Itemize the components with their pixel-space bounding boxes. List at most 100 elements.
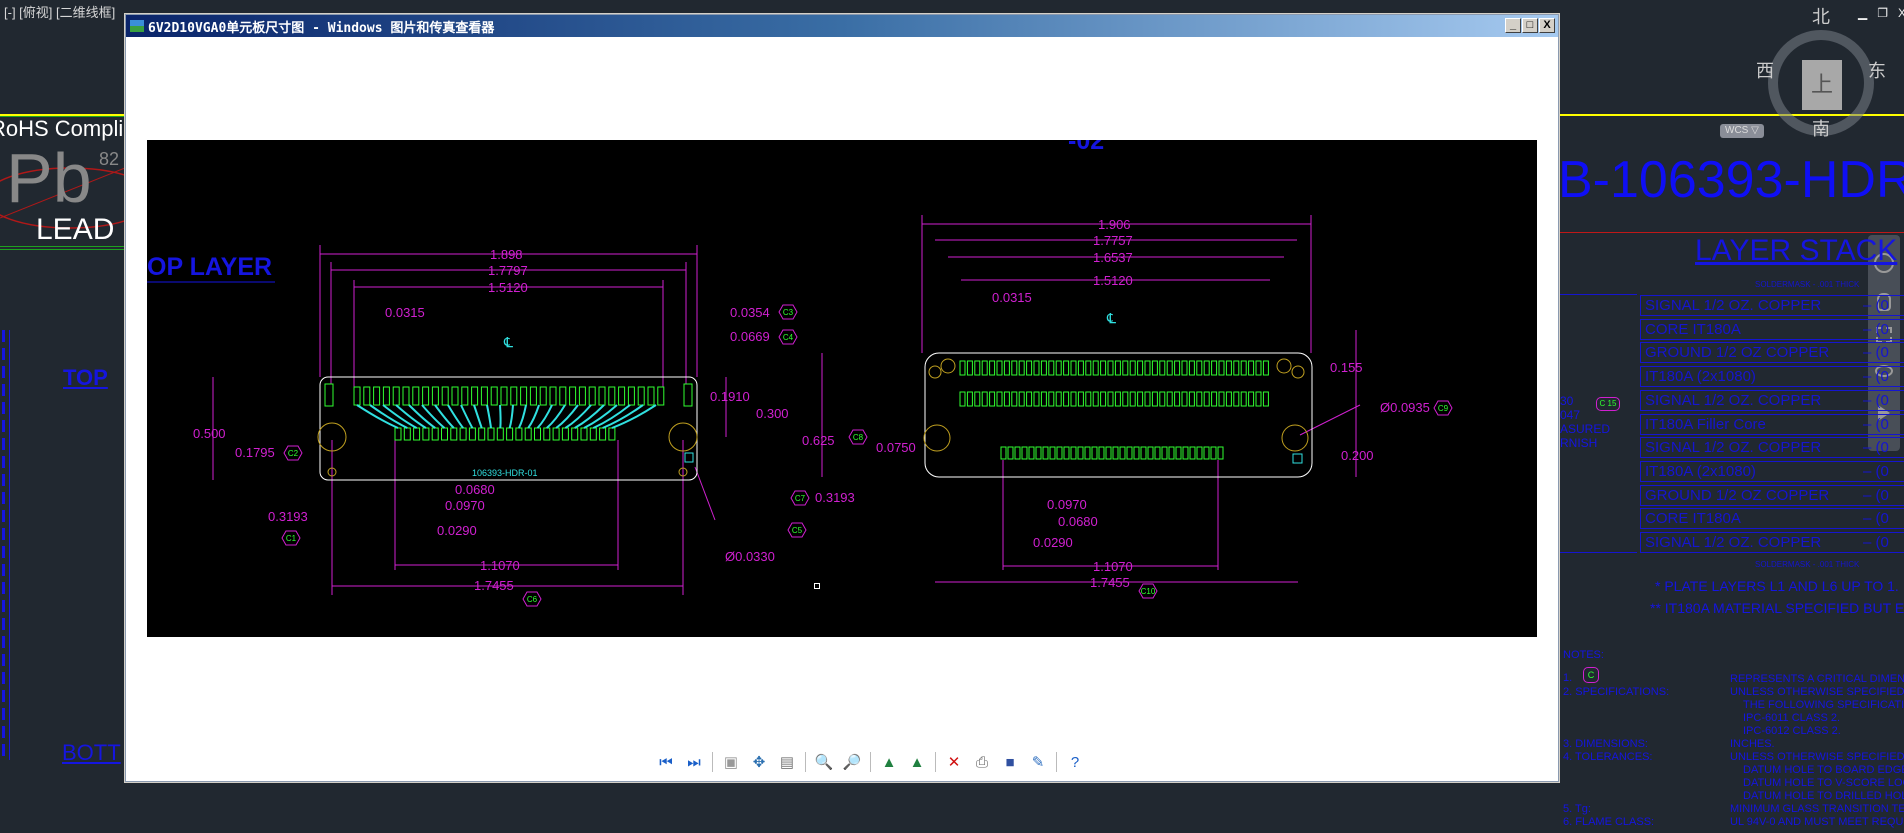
cad-minimize-button[interactable]: ▁ (1858, 6, 1868, 20)
best-fit-icon: ▣ (723, 754, 739, 771)
actual-size-button[interactable]: ✥ (749, 752, 769, 772)
layer-thickness: – (0 (1863, 297, 1889, 314)
dimension-label: 1.7455 (1090, 575, 1130, 590)
print-icon: ⎙ (975, 753, 988, 771)
pad (1091, 446, 1098, 460)
layer-name: SIGNAL 1/2 OZ. COPPER (1645, 439, 1822, 457)
pad (1144, 360, 1151, 376)
cad-restore-button[interactable]: ❐ (1877, 6, 1888, 20)
pad (1077, 446, 1084, 460)
pad (598, 386, 606, 406)
cad-view-label[interactable]: [-] [俯视] [二维线框] (4, 5, 116, 20)
layer-thickness: – (0 (1863, 320, 1889, 338)
pad (1240, 360, 1247, 376)
layer-thickness: – (0 (1863, 462, 1889, 480)
close-button[interactable]: X (1539, 18, 1555, 33)
dimension-label: 0.0970 (445, 498, 485, 513)
pad (1070, 360, 1077, 376)
soldermask-bottom: SOLDERMASK - .001 THICK (1755, 560, 1860, 569)
pad (1048, 391, 1055, 407)
dimension-label: 0.0354 (730, 305, 770, 320)
note-label: 1. (1563, 672, 1573, 684)
edit-button[interactable]: ✎ (1028, 752, 1048, 772)
pad (1129, 360, 1136, 376)
zoom-extents-icon[interactable] (1876, 327, 1892, 343)
wcs-dropdown[interactable]: WCS ▽ (1720, 124, 1764, 138)
layer-name: GROUND 1/2 OZ COPPER (1645, 344, 1830, 362)
pad (441, 386, 449, 406)
compass-west[interactable]: 西 (1756, 61, 1774, 81)
compass-north[interactable]: 北 (1812, 7, 1830, 27)
layer-stack-row: SIGNAL 1/2 OZ. COPPER– (0 (1640, 437, 1904, 459)
pan-icon[interactable] (1877, 293, 1891, 311)
layer-stack-title: LAYER STACK (1695, 234, 1898, 267)
pad (496, 427, 504, 441)
compass-east[interactable]: 东 (1868, 61, 1886, 81)
viewcube[interactable]: 北 西 东 南 上 WCS ▽ (1720, 7, 1886, 142)
pad (1000, 446, 1007, 460)
rotate-clockwise-button[interactable]: ▲ (879, 752, 899, 772)
note-line: IPC-6011 CLASS 2. (1743, 712, 1841, 724)
save-icon: ■ (1005, 753, 1015, 771)
mounting-hole (928, 365, 942, 379)
critical-tag-label: C5 (792, 526, 803, 535)
stack-note-2: ** IT180A MATERIAL SPECIFIED BUT E (1650, 600, 1904, 616)
compass-south[interactable]: 南 (1812, 119, 1830, 139)
delete-button[interactable]: ✕ (944, 752, 964, 772)
dimension-label: 0.625 (802, 433, 835, 448)
pad (1098, 446, 1105, 460)
compass-ring[interactable] (1768, 30, 1874, 136)
rotate-counterclockwise-button[interactable]: ▲ (907, 752, 927, 772)
zoom-out-button[interactable]: 🔎 (842, 752, 862, 772)
pad (1049, 446, 1056, 460)
orbit-icon[interactable] (1875, 365, 1893, 377)
pad (1070, 391, 1077, 407)
trace (356, 404, 399, 429)
pad (451, 386, 459, 406)
cad-close-button[interactable]: X (1898, 6, 1904, 20)
viewcube-face-top[interactable]: 上 (1802, 60, 1842, 110)
zoom-in-button[interactable]: 🔍 (814, 752, 834, 772)
pad (1018, 391, 1025, 407)
maximize-button[interactable]: □ (1522, 18, 1538, 33)
help-button[interactable]: ? (1065, 752, 1085, 772)
pad (683, 383, 693, 407)
pad (363, 386, 371, 406)
critical-tag-label: C1 (286, 534, 297, 543)
side-fragment: ASURED (1560, 422, 1611, 436)
pad (627, 386, 635, 406)
layer-stack-row: CORE IT180A– (0 (1640, 508, 1904, 530)
red-line (1559, 232, 1904, 233)
pad (1107, 360, 1114, 376)
note-label: 4. TOLERANCES: (1563, 751, 1653, 763)
layer-name: GROUND 1/2 OZ COPPER (1645, 486, 1830, 504)
toolbar-separator (805, 752, 806, 772)
rohs-logo: RoHS Compliant Pb 82 LEAD (0, 118, 125, 246)
steering-wheel-icon[interactable] (1874, 253, 1894, 273)
pad (1063, 446, 1070, 460)
title-bar[interactable]: 6V2D10VGA0单元板尺寸图 - Windows 图片和传真查看器 _ □ … (126, 15, 1558, 37)
minimize-button[interactable]: _ (1505, 18, 1521, 33)
best-fit-button[interactable]: ▣ (721, 752, 741, 772)
next-image-button[interactable]: ⏭ (684, 752, 704, 772)
slideshow-button[interactable]: ▤ (777, 752, 797, 772)
rotate-counterclockwise-icon: ▲ (909, 753, 925, 771)
print-button[interactable]: ⎙ (972, 752, 992, 772)
pad (382, 386, 390, 406)
showmotion-icon[interactable] (1878, 405, 1890, 421)
pad (1014, 446, 1021, 460)
save-button[interactable]: ■ (1000, 752, 1020, 772)
pad (1210, 446, 1217, 460)
border-line (9, 330, 10, 760)
note-line: INCHES. (1730, 738, 1775, 750)
rohs-lead: LEAD (36, 213, 115, 246)
pad (1077, 391, 1084, 407)
critical-tag-hexagon (787, 522, 807, 538)
pad (1107, 391, 1114, 407)
pad (1159, 391, 1166, 407)
pad (1182, 446, 1189, 460)
critical-tag: C (1583, 667, 1599, 683)
previous-image-button[interactable]: ⏮ (656, 752, 676, 772)
layer-thickness: – (0 (1863, 510, 1889, 528)
